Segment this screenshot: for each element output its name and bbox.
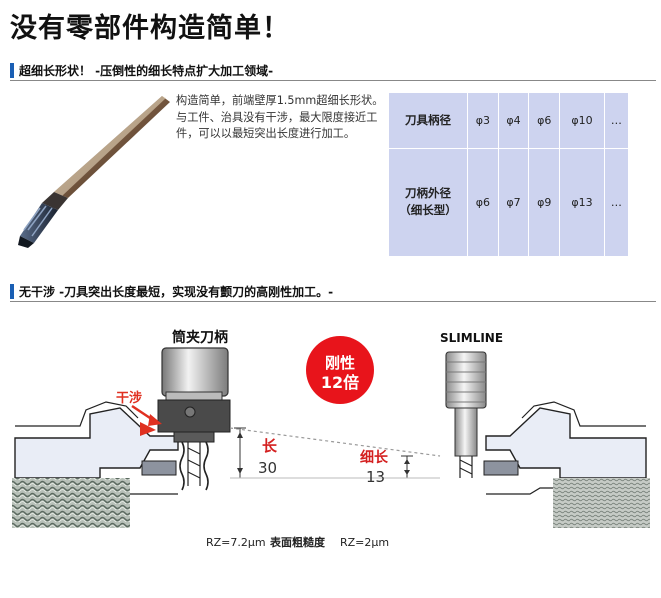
end-mill-image (18, 96, 170, 248)
table-cell: φ3 (467, 92, 499, 149)
slimline-holder (445, 351, 487, 478)
section-heading-text: 无干涉 -刀具突出长度最短，实现没有颤刀的高刚性加工。- (19, 285, 334, 299)
slender-value: 13 (366, 468, 385, 486)
roughness-right-value: RZ=2μm (340, 536, 389, 549)
table-cell: φ7 (497, 147, 530, 258)
comparison-diagram: 筒夹刀柄 干涉 长 30 刚性 12倍 SLIMLINE 细长 13 RZ=7.… (12, 329, 650, 549)
right-workpiece (483, 401, 647, 495)
page-title: 没有零部件构造简单！ (10, 13, 290, 44)
table-cell: φ13 (559, 147, 605, 258)
roughness-title: 表面粗糙度 (269, 535, 326, 549)
slimline-label: SLIMLINE (440, 331, 503, 345)
rigidity-badge-line1: 刚性 (325, 354, 355, 372)
section-marker (10, 284, 14, 299)
table-cell: φ6 (467, 147, 499, 258)
slender-label: 细长 (360, 449, 389, 466)
table-cell: φ10 (559, 92, 605, 149)
table-cell: φ9 (528, 147, 561, 258)
interference-arrow-icon (131, 404, 151, 420)
section-heading-no-interference: 无干涉 -刀具突出长度最短，实现没有颤刀的高刚性加工。- (10, 283, 656, 302)
table-row: 刀柄外径 （细长型） φ6 φ7 φ9 φ13 … (388, 147, 630, 258)
fine-surface-photo (553, 478, 650, 528)
collet-holder-label: 筒夹刀柄 (172, 329, 228, 346)
feature-description: 构造简单，前端壁厚1.5mm超细长形状。与工件、治具没有干涉，最大限度接近工件，… (176, 94, 384, 140)
table-cell: … (603, 92, 630, 149)
section-heading-slender: 超细长形状！ -压倒性的细长特点扩大加工领域- (10, 62, 656, 81)
rigidity-badge (306, 336, 374, 404)
interference-mark (140, 414, 162, 436)
table-cell: … (603, 147, 630, 258)
row-label-shank-dia: 刀具柄径 (388, 92, 468, 149)
rough-surface-photo (12, 478, 130, 528)
rigidity-badge-line2: 12倍 (321, 373, 359, 392)
collet-holder (157, 347, 231, 491)
table-row: 刀具柄径 φ3 φ4 φ6 φ10 … (388, 92, 630, 149)
spec-table: 刀具柄径 φ3 φ4 φ6 φ10 … 刀柄外径 （细长型） φ6 φ7 φ9 … (388, 92, 630, 258)
row-label-holder-od: 刀柄外径 （细长型） (388, 147, 468, 258)
table-cell: φ4 (497, 92, 530, 149)
long-value: 30 (258, 459, 277, 477)
section-marker (10, 63, 14, 78)
section-heading-text: 超细长形状！ -压倒性的细长特点扩大加工领域- (19, 64, 274, 78)
interference-label: 干涉 (116, 390, 142, 406)
table-cell: φ6 (528, 92, 561, 149)
long-label: 长 (262, 437, 278, 455)
roughness-left-value: RZ=7.2μm (206, 536, 266, 549)
